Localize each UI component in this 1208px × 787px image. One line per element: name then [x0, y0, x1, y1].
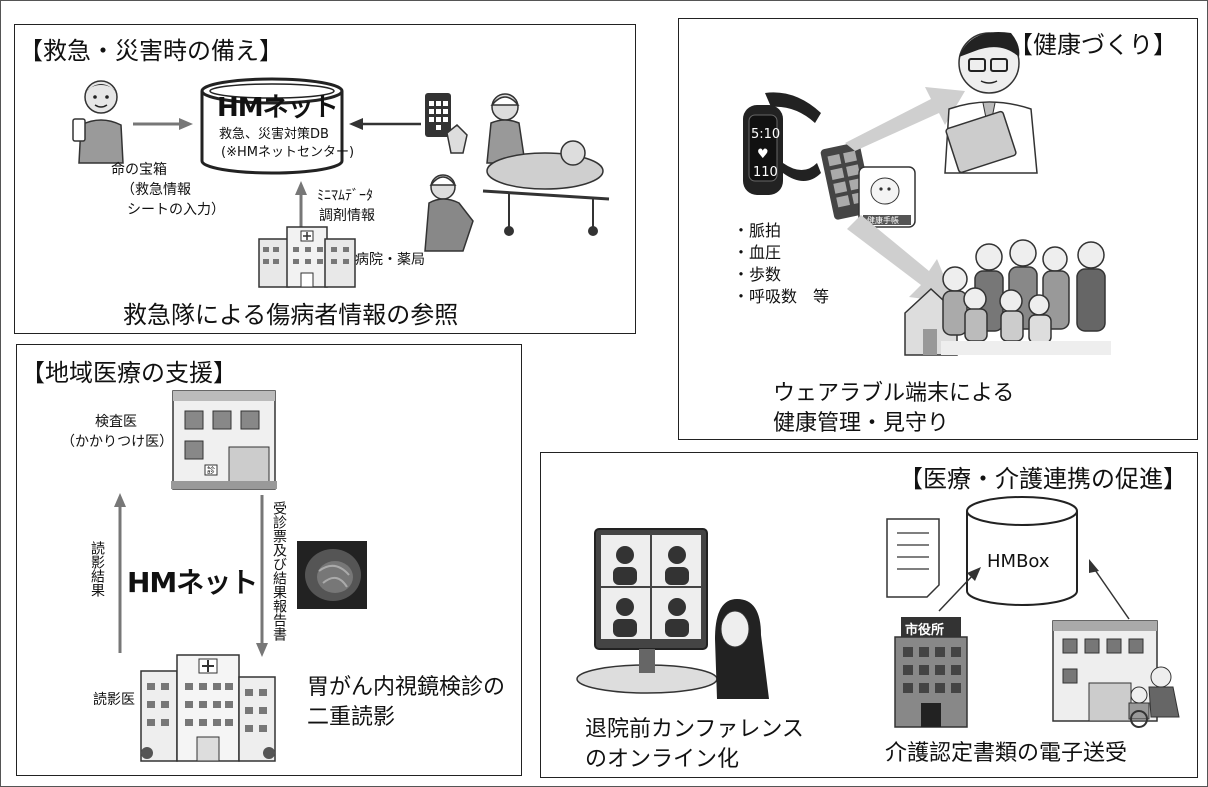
regional-caption-line1: 胃がん内視鏡検診の	[307, 675, 506, 700]
arrow-up-icon	[114, 493, 126, 653]
life-box-line3: シートの入力）	[127, 202, 225, 218]
health-caption-line2: 健康管理・見守り	[773, 411, 950, 436]
hmbox-cylinder-icon	[966, 496, 1078, 606]
metric-pulse: ・脈拍	[733, 221, 782, 240]
arrow-from-care-facility-icon	[1089, 559, 1130, 620]
city-office-sign: 市役所	[905, 623, 945, 638]
hospital-pharmacy-label: 病院・薬局	[355, 252, 425, 268]
collaboration-title: 【医療・介護連携の促進】	[899, 465, 1187, 493]
document-icon	[886, 518, 940, 598]
collaboration-caption-left-line1: 退院前カンファレンス	[585, 717, 804, 742]
arrow-down-icon	[256, 495, 268, 657]
collaboration-caption-right: 介護認定書類の電子送受	[885, 741, 1128, 766]
doctor-with-tablet-icon	[944, 32, 1038, 174]
city-office-building-icon	[894, 617, 968, 728]
database-cylinder-icon	[200, 77, 344, 175]
smartphone-app-icon	[820, 142, 916, 228]
phone-keypad-icon	[425, 93, 468, 154]
watch-value: 110	[753, 165, 778, 180]
reader-hospital-icon	[140, 654, 276, 762]
dispensing-info-label: 調剤情報	[319, 208, 375, 224]
examiner-line1: 検査医	[95, 414, 137, 430]
paramedics-stretcher-icon	[424, 93, 610, 252]
arrow-right-icon	[133, 118, 193, 130]
life-box-line1: 命の宝箱	[111, 162, 167, 178]
arrow-left-icon	[349, 118, 421, 130]
hm-net-logo: HMネット	[127, 566, 258, 599]
online-meeting-monitor-icon	[576, 528, 769, 699]
db-line2: (※HMネットセンター)	[221, 145, 355, 160]
watch-time: 5:10	[751, 127, 781, 142]
hmbox-label: HMBox	[987, 551, 1050, 572]
collaboration-caption-left-line2: のオンライン化	[585, 747, 740, 772]
life-box-line2: （救急情報	[121, 182, 191, 198]
examiner-line2: （かかりつけ医）	[61, 434, 174, 450]
smartwatch-icon	[743, 92, 821, 195]
hospital-building-icon	[258, 226, 356, 288]
arrow-from-city-office-icon	[938, 567, 981, 612]
health-title: 【健康づくり】	[1009, 31, 1177, 59]
arrow-down-right-icon	[847, 215, 955, 303]
arrow-up-right-icon	[845, 87, 965, 151]
watch-heart-icon: ♥	[757, 147, 769, 162]
result-label: 読影結果	[89, 541, 105, 597]
app-label: 健康手帳	[867, 216, 899, 225]
metric-blood-pressure: ・血圧	[733, 243, 782, 262]
health-caption-line1: ウェアラブル端末による	[773, 381, 1015, 406]
health-panel: 【健康づくり】 5:10 ♥ 110 健康手帳	[678, 18, 1198, 440]
endoscopy-image	[297, 541, 367, 609]
emergency-caption: 救急隊による傷病者情報の参照	[123, 301, 459, 329]
regional-caption-line2: 二重読影	[307, 705, 396, 730]
regional-panel: 【地域医療の支援】 検査医 （かかりつけ医） 診 読影結果 受診票及び結果報告書…	[16, 344, 522, 776]
db-line1: 救急、災害対策DB	[219, 127, 329, 142]
collaboration-panel: 【医療・介護連携の促進】 HMBox	[540, 452, 1198, 778]
family-group-icon	[904, 239, 1111, 356]
person-with-phone-icon	[72, 80, 124, 164]
metric-steps: ・歩数	[733, 265, 782, 284]
db-logo: HMネット	[217, 93, 339, 123]
regional-title: 【地域医療の支援】	[21, 359, 237, 387]
clinic-sign: 診	[207, 466, 215, 475]
reader-label: 読影医	[93, 692, 135, 708]
minimum-data-label: ﾐﾆﾏﾑﾃﾞｰﾀ	[317, 188, 373, 204]
clinic-building-icon	[171, 390, 277, 490]
emergency-title: 【救急・災害時の備え】	[19, 37, 283, 65]
care-facility-icon	[1052, 620, 1180, 728]
report-label: 受診票及び結果報告書	[271, 501, 287, 641]
emergency-panel: 【救急・災害時の備え】 命の宝箱 （救急情報 シートの入力） HMネット 救急、…	[14, 24, 636, 334]
metric-respiration: ・呼吸数 等	[733, 287, 830, 306]
